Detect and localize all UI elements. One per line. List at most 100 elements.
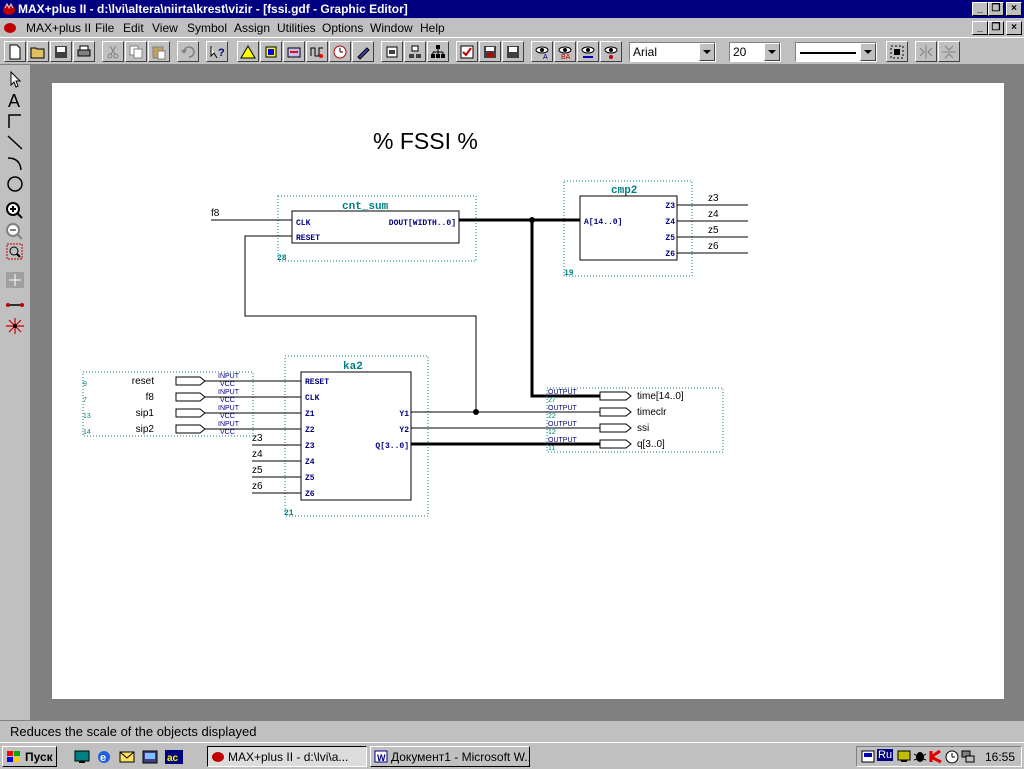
printer-icon — [77, 45, 91, 57]
print-button[interactable] — [73, 41, 95, 62]
task-word[interactable]: W Документ1 - Microsoft W... — [370, 746, 530, 767]
menu-file[interactable]: File — [95, 21, 115, 35]
mdi-app-icon[interactable] — [3, 21, 17, 34]
cmp2-block[interactable] — [579, 195, 678, 261]
ka2-block[interactable] — [300, 371, 412, 501]
menu-app[interactable]: MAX+plus II — [26, 21, 92, 35]
menu-utilities[interactable]: Utilities — [277, 21, 316, 35]
y-output-wires — [411, 411, 600, 429]
find-node-button[interactable]: A — [531, 41, 553, 62]
output-pin-timeclr[interactable]: OUTPUT 22 timeclr — [548, 405, 667, 420]
restore-button[interactable]: ❐ — [988, 2, 1004, 16]
save-button[interactable] — [50, 41, 72, 62]
mdi-close-button[interactable]: × — [1006, 21, 1022, 35]
hierarchy-display-button[interactable] — [427, 41, 449, 62]
connect-tool[interactable] — [3, 295, 27, 315]
copy-button[interactable] — [125, 41, 147, 62]
open-file-button[interactable] — [27, 41, 49, 62]
network-icon[interactable] — [961, 749, 975, 764]
menu-help[interactable]: Help — [420, 21, 445, 35]
app-icon[interactable] — [2, 2, 16, 16]
input-pin-f8[interactable]: 7 f8 INPUT VCC — [83, 389, 240, 404]
programmer-button[interactable] — [352, 41, 374, 62]
language-indicator[interactable]: Ru — [877, 749, 894, 761]
task-maxplus[interactable]: MAX+plus II - d:\lvi\a... — [207, 746, 367, 767]
close-button[interactable]: × — [1006, 2, 1022, 16]
menu-window[interactable]: Window — [370, 21, 413, 35]
line-style-select[interactable] — [795, 42, 877, 62]
tray-app-icon[interactable] — [861, 749, 875, 764]
project-save-all-button[interactable] — [502, 41, 524, 62]
font-name-select[interactable]: Arial — [629, 42, 716, 62]
minimize-button[interactable]: _ — [972, 2, 988, 16]
ka2-z-wires — [252, 444, 301, 494]
internet-explorer-icon[interactable]: e — [96, 749, 112, 765]
desktop-icon[interactable] — [74, 749, 90, 765]
ka2-pin-z2: Z2 — [305, 426, 315, 435]
menu-assign[interactable]: Assign — [234, 21, 271, 35]
find-clique-button[interactable] — [577, 41, 599, 62]
input-pin-sip2[interactable]: 14 sip2 INPUT VCC — [83, 421, 240, 436]
kaspersky-icon[interactable] — [929, 749, 943, 764]
help-button[interactable]: ? — [206, 41, 228, 62]
circle-tool[interactable] — [3, 174, 27, 194]
output-pin-ssi[interactable]: OUTPUT 12 ssi — [548, 421, 649, 436]
output-pin-q[interactable]: OUTPUT 11 q[3..0] — [548, 437, 665, 452]
font-size-select[interactable]: 20 — [729, 42, 781, 62]
menu-edit[interactable]: Edit — [123, 21, 144, 35]
menu-symbol[interactable]: Symbol — [187, 21, 228, 35]
hierarchy-up-button[interactable] — [404, 41, 426, 62]
open-symbol-button[interactable] — [381, 41, 403, 62]
output-pin-time[interactable]: OUTPUT 27 time[14..0] — [548, 389, 684, 404]
hierarchy-button[interactable] — [237, 41, 259, 62]
selection-tool[interactable] — [3, 69, 27, 89]
ka2-pin-y1: Y1 — [399, 410, 409, 419]
mdi-restore-button[interactable]: ❐ — [988, 21, 1004, 35]
paste-button[interactable] — [148, 41, 170, 62]
input-wires — [205, 380, 301, 430]
cut-button[interactable] — [102, 41, 124, 62]
input-pin-number: 7 — [83, 397, 87, 404]
flip-horizontal-button[interactable] — [915, 41, 937, 62]
menu-view[interactable]: View — [152, 21, 178, 35]
clock-tray-icon[interactable] — [945, 749, 959, 764]
ac-app-icon[interactable]: ac — [165, 749, 183, 765]
project-check-button[interactable] — [456, 41, 478, 62]
status-text: Reduces the scale of the objects display… — [10, 724, 257, 739]
start-button[interactable]: Пуск — [2, 746, 57, 767]
channels-icon[interactable] — [142, 749, 158, 765]
font-size-dropdown[interactable] — [764, 43, 780, 61]
timing-button[interactable] — [329, 41, 351, 62]
flip-vertical-button[interactable] — [938, 41, 960, 62]
fit-in-window-tool[interactable] — [3, 242, 27, 262]
mdi-minimize-button[interactable]: _ — [972, 21, 988, 35]
input-pin-reset[interactable]: 9 reset INPUT VCC — [83, 373, 240, 388]
menu-options[interactable]: Options — [322, 21, 364, 35]
input-pin-sip1[interactable]: 13 sip1 INPUT VCC — [83, 405, 240, 420]
diagonal-line-tool[interactable] — [3, 132, 27, 152]
zoom-in-tool[interactable] — [3, 200, 27, 220]
project-save-button[interactable] — [479, 41, 501, 62]
rubberband-tool[interactable] — [3, 270, 27, 290]
find-text-button[interactable]: BA — [554, 41, 576, 62]
undo-button[interactable] — [177, 41, 199, 62]
outlook-express-icon[interactable] — [119, 749, 135, 765]
cnt-sum-block[interactable] — [291, 210, 460, 244]
arc-tool[interactable] — [3, 153, 27, 173]
find-error-button[interactable] — [600, 41, 622, 62]
junction-tool[interactable] — [3, 316, 27, 336]
text-tool[interactable]: A — [3, 90, 27, 111]
compile-button[interactable] — [283, 41, 305, 62]
simulate-button[interactable] — [306, 41, 328, 62]
schematic-canvas[interactable]: % FSSI % cnt_sum CLK RESET DOUT[WIDTH..0… — [52, 83, 1004, 699]
bug-icon[interactable] — [913, 749, 927, 764]
monitor-icon[interactable] — [897, 749, 911, 764]
floorplan-button[interactable] — [260, 41, 282, 62]
orthogonal-line-tool[interactable] — [3, 111, 27, 131]
line-style-dropdown[interactable] — [860, 43, 876, 61]
new-file-button[interactable] — [4, 41, 26, 62]
cmp2-id: 19 — [564, 269, 574, 278]
snap-grid-button[interactable] — [886, 41, 908, 62]
zoom-out-tool[interactable] — [3, 221, 27, 241]
font-name-dropdown[interactable] — [699, 43, 715, 61]
